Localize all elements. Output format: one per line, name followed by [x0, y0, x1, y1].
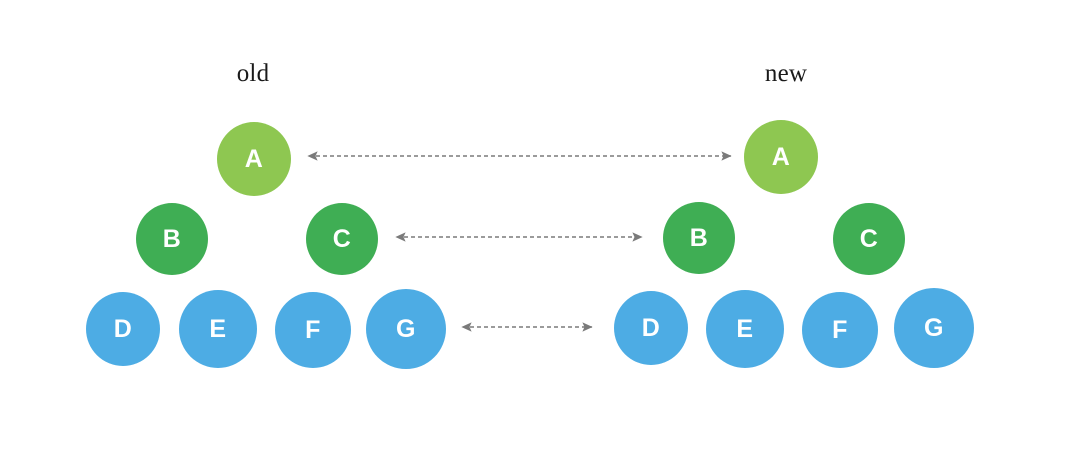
tree-node-new-g[interactable]: G: [894, 288, 974, 368]
tree-node-old-f[interactable]: F: [275, 292, 351, 368]
tree-node-new-e[interactable]: E: [706, 290, 784, 368]
tree-node-old-b[interactable]: B: [136, 203, 208, 275]
tree-node-new-b[interactable]: B: [663, 202, 735, 274]
tree-node-old-a[interactable]: A: [217, 122, 291, 196]
tree-node-new-f[interactable]: F: [802, 292, 878, 368]
tree-label-new: new: [764, 60, 808, 87]
tree-node-old-d[interactable]: D: [86, 292, 160, 366]
tree-node-new-a[interactable]: A: [744, 120, 818, 194]
tree-label-old: old: [236, 60, 270, 87]
tree-node-new-c[interactable]: C: [833, 203, 905, 275]
tree-node-old-g[interactable]: G: [366, 289, 446, 369]
tree-node-old-c[interactable]: C: [306, 203, 378, 275]
tree-node-old-e[interactable]: E: [179, 290, 257, 368]
tree-node-new-d[interactable]: D: [614, 291, 688, 365]
